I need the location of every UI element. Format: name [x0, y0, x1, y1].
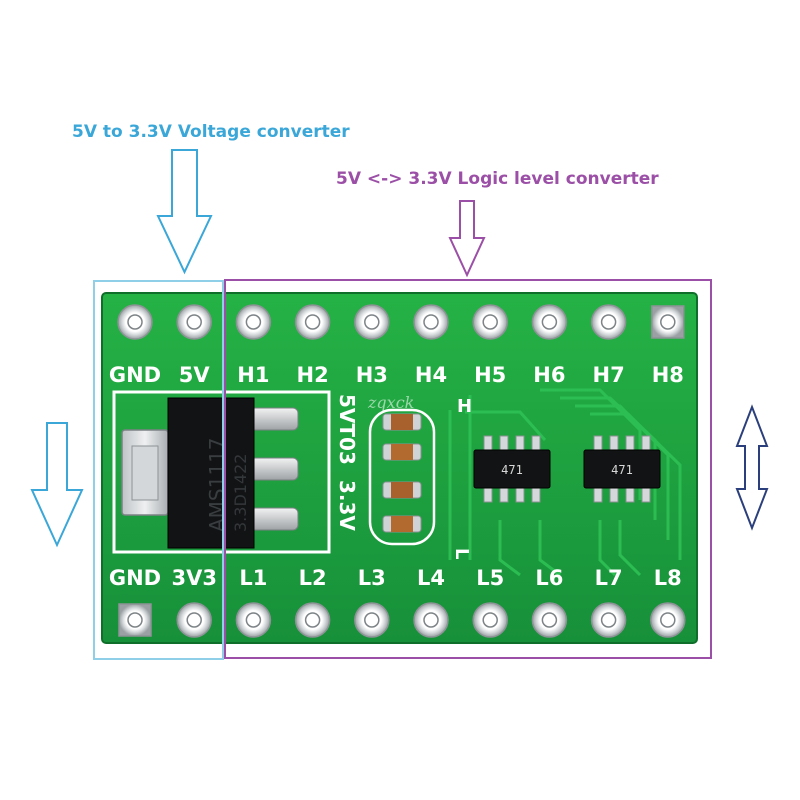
rn1-marking: 471 — [501, 463, 523, 477]
top-pad-9 — [590, 304, 627, 340]
logic-down-arrow-icon — [448, 200, 486, 278]
voltage-down-arrow-icon — [156, 149, 213, 275]
capacitor-4 — [382, 515, 422, 533]
top-header-pads — [117, 304, 685, 340]
copper-traces — [448, 388, 682, 577]
regulator-silkscreen-outline — [112, 390, 331, 554]
top-pad-6 — [413, 304, 449, 340]
top-pad-4 — [294, 304, 331, 340]
bottom-pin-label-4: L2 — [299, 566, 327, 590]
bottom-pad-8 — [531, 602, 568, 638]
board-marking-model: 5VT03 — [335, 394, 359, 465]
bottom-pad-9 — [590, 602, 627, 638]
logic-region-box — [224, 279, 712, 659]
capacitor-1 — [382, 413, 422, 431]
bottom-pin-label-9: L7 — [595, 566, 623, 590]
bottom-pad-2 — [176, 602, 212, 638]
capacitor-2 — [382, 443, 422, 461]
logic-converter-label: 5V <-> 3.3V Logic level converter — [336, 169, 659, 189]
bottom-pin-label-1: GND — [109, 566, 161, 590]
top-pin-label-9: H7 — [593, 363, 625, 387]
voltage-converter-label: 5V to 3.3V Voltage converter — [72, 122, 350, 142]
voltage-region-box — [93, 280, 224, 660]
pcb-board — [101, 292, 698, 644]
bottom-pad-1 — [118, 603, 152, 637]
bottom-pad-7 — [472, 602, 508, 638]
bottom-pin-label-7: L5 — [476, 566, 504, 590]
bottom-pin-label-5: L3 — [358, 566, 386, 590]
resistor-network-2: 471 — [583, 435, 661, 503]
top-pad-2 — [176, 304, 212, 340]
top-pin-label-4: H2 — [297, 363, 329, 387]
top-pin-label-1: GND — [109, 363, 161, 387]
top-pin-label-8: H6 — [533, 363, 565, 387]
top-pin-label-6: H4 — [415, 363, 447, 387]
bottom-pin-label-8: L6 — [535, 566, 563, 590]
top-pin-label-5: H3 — [356, 363, 388, 387]
watermark: zqxck — [367, 393, 414, 412]
bottom-header-pads — [118, 602, 686, 638]
high-side-mark: H — [457, 396, 472, 417]
logic-converter-callout: 5V <-> 3.3V Logic level converter — [224, 169, 712, 659]
top-pin-labels: GND 5V H1 H2 H3 H4 H5 H6 H7 H8 — [109, 363, 684, 387]
bottom-pad-3 — [235, 602, 272, 638]
board-marking-voltage: 3.3V — [335, 480, 359, 531]
bottom-pin-label-10: L8 — [654, 566, 682, 590]
bottom-pad-5 — [354, 602, 390, 638]
output-down-arrow-icon — [30, 422, 84, 548]
bottom-pin-label-6: L4 — [417, 566, 445, 590]
low-side-mark: L — [451, 548, 472, 559]
regulator-chip: AMS1117 3.3D1422 — [121, 397, 299, 549]
bottom-pin-label-2: 3V3 — [171, 566, 216, 590]
top-pad-8 — [531, 304, 568, 340]
resistor-network-1: 471 — [473, 435, 551, 503]
top-pin-label-2: 5V — [179, 363, 211, 387]
top-pad-1 — [117, 304, 153, 340]
bottom-pad-4 — [294, 602, 331, 638]
rn2-marking: 471 — [611, 463, 633, 477]
bottom-pin-labels: GND 3V3 L1 L2 L3 L4 L5 L6 L7 L8 — [109, 566, 682, 590]
top-pad-3 — [235, 304, 272, 340]
bottom-pin-label-3: L1 — [239, 566, 267, 590]
top-pad-7 — [472, 304, 508, 340]
voltage-converter-callout: 5V to 3.3V Voltage converter — [30, 122, 350, 660]
bottom-pad-10 — [650, 602, 686, 638]
bidirectional-arrow-icon — [735, 404, 769, 531]
top-pin-label-10: H8 — [652, 363, 684, 387]
capacitor-3 — [382, 481, 422, 499]
top-pin-label-3: H1 — [237, 363, 269, 387]
top-pad-5 — [354, 304, 390, 340]
regulator-date-code: 3.3D1422 — [231, 454, 250, 532]
smd-capacitor-column — [368, 408, 436, 546]
bottom-pad-6 — [413, 602, 449, 638]
top-pad-10 — [651, 305, 685, 339]
top-pin-label-7: H5 — [474, 363, 506, 387]
